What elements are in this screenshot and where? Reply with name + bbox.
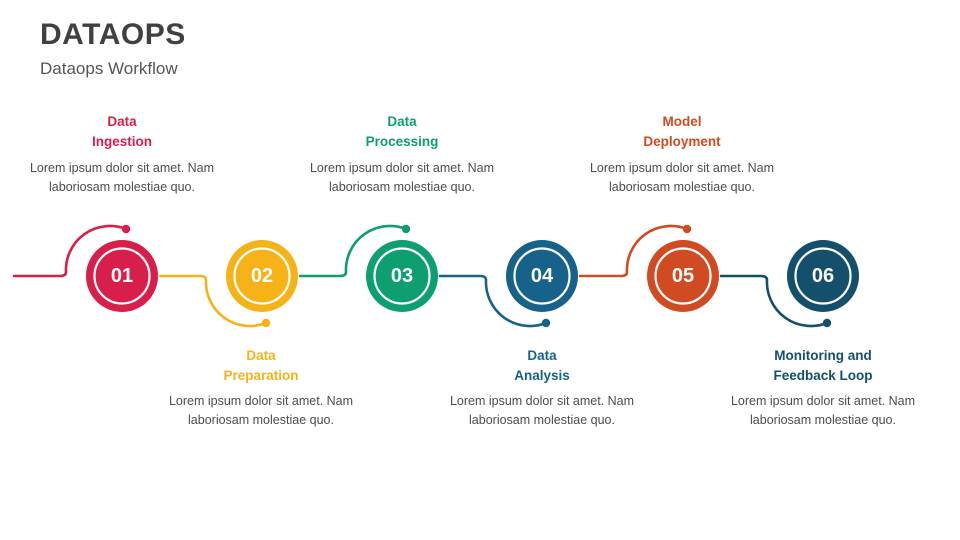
process-node-06[interactable]: 06	[787, 240, 859, 312]
connector-endpoint-dot-04	[541, 318, 551, 328]
node-number-06: 06	[812, 265, 834, 287]
node-inner-ring-01	[93, 247, 151, 305]
connector-line-05	[578, 224, 689, 278]
node-disc-06	[787, 240, 859, 312]
process-node-05[interactable]: 05	[647, 240, 719, 312]
node-disc-04	[506, 240, 578, 312]
connector-endpoint-dot-05	[682, 224, 692, 234]
process-node-02[interactable]: 02	[226, 240, 298, 312]
process-node-04[interactable]: 04	[506, 240, 578, 312]
connector-line-04	[438, 274, 548, 328]
step-description-04: Lorem ipsum dolor sit amet. Nam laborios…	[449, 394, 635, 427]
page-title: DATAOPS	[40, 18, 186, 51]
node-disc-03	[366, 240, 438, 312]
process-node-01[interactable]: 01	[86, 240, 158, 312]
step-description-03: Lorem ipsum dolor sit amet. Nam laborios…	[309, 161, 495, 194]
node-disc-02	[226, 240, 298, 312]
node-disc-05	[647, 240, 719, 312]
connector-line-01	[12, 224, 128, 278]
page-subtitle: Dataops Workflow	[40, 58, 178, 78]
node-number-01: 01	[111, 265, 133, 287]
node-layer: 01 02 03 04 05 06	[86, 240, 859, 312]
node-inner-ring-02	[233, 247, 291, 305]
node-inner-ring-06	[794, 247, 852, 305]
step-description-01: Lorem ipsum dolor sit amet. Nam laborios…	[29, 161, 215, 194]
process-node-03[interactable]: 03	[366, 240, 438, 312]
slide-header: DATAOPS Dataops Workflow	[40, 18, 186, 79]
connector-layer	[12, 224, 832, 328]
node-number-05: 05	[672, 265, 694, 287]
connector-endpoint-dot-06	[822, 318, 832, 328]
connector-endpoint-dot-02	[261, 318, 271, 328]
connector-line-02	[158, 274, 268, 328]
node-number-03: 03	[391, 265, 413, 287]
node-number-04: 04	[531, 265, 554, 287]
node-disc-01	[86, 240, 158, 312]
step-description-06: Lorem ipsum dolor sit amet. Nam laborios…	[730, 394, 916, 427]
step-description-05: Lorem ipsum dolor sit amet. Nam laborios…	[589, 161, 775, 194]
node-number-02: 02	[251, 265, 273, 287]
connector-line-06	[719, 274, 829, 328]
node-inner-ring-05	[654, 247, 712, 305]
step-description-02: Lorem ipsum dolor sit amet. Nam laborios…	[168, 394, 354, 427]
connector-endpoint-dot-01	[121, 224, 131, 234]
connector-endpoint-dot-03	[401, 224, 411, 234]
connector-line-03	[298, 224, 408, 278]
node-inner-ring-04	[513, 247, 571, 305]
node-inner-ring-03	[373, 247, 431, 305]
